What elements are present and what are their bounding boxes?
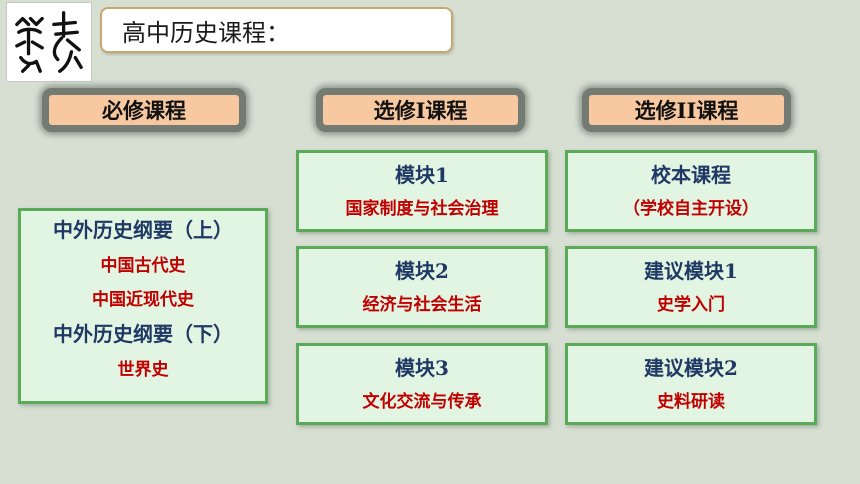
- elective1-module-card: 模块1 国家制度与社会治理: [296, 150, 548, 232]
- module-subtitle: 史学入门: [657, 295, 725, 315]
- column-header-elective-1: 选修I课程: [316, 88, 525, 132]
- elective1-module-card: 模块2 经济与社会生活: [296, 246, 548, 328]
- module-title: 校本课程: [651, 163, 731, 187]
- elective2-module-card: 建议模块2 史料研读: [565, 343, 817, 425]
- module-subtitle: 史料研读: [657, 392, 725, 412]
- outline-upper-item: 中国古代史: [100, 256, 186, 276]
- elective1-module-card: 模块3 文化交流与传承: [296, 343, 548, 425]
- column-header-compulsory: 必修课程: [42, 88, 246, 132]
- module-title: 模块2: [395, 259, 449, 283]
- outline-lower-item: 世界史: [117, 360, 169, 380]
- module-title: 建议模块2: [644, 356, 738, 380]
- module-title: 模块1: [395, 163, 449, 187]
- outline-upper-title: 中外历史纲要（上）: [53, 218, 233, 242]
- elective2-module-card: 建议模块1 史学入门: [565, 246, 817, 328]
- compulsory-course-card: 中外历史纲要（上） 中国古代史 中国近现代史 中外历史纲要（下） 世界史: [18, 208, 268, 404]
- ancient-script-logo: [6, 2, 92, 82]
- module-title: 建议模块1: [644, 259, 738, 283]
- outline-upper-item: 中国近现代史: [92, 290, 194, 310]
- outline-lower-title: 中外历史纲要（下）: [53, 322, 233, 346]
- module-subtitle: （学校自主开设）: [623, 199, 759, 219]
- ancient-glyph-icon: [15, 11, 83, 73]
- module-subtitle: 经济与社会生活: [362, 295, 482, 315]
- module-subtitle: 文化交流与传承: [362, 392, 482, 412]
- module-subtitle: 国家制度与社会治理: [345, 199, 499, 219]
- module-title: 模块3: [395, 356, 449, 380]
- elective2-module-card: 校本课程 （学校自主开设）: [565, 150, 817, 232]
- column-header-elective-2: 选修II课程: [582, 88, 791, 132]
- page-title: 高中历史课程：: [100, 7, 453, 53]
